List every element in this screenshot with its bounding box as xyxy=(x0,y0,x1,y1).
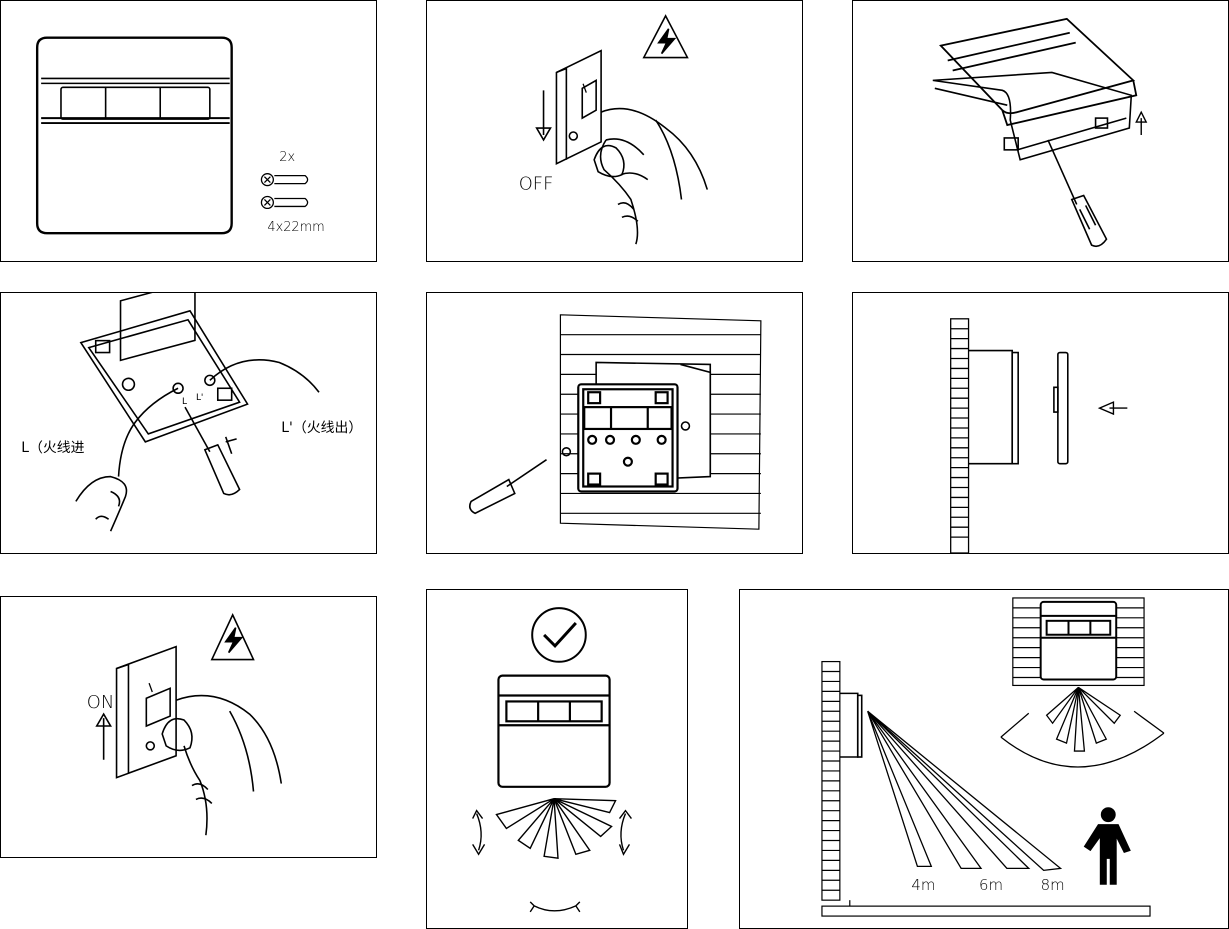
screwdriver-icon xyxy=(1047,139,1108,248)
step-4-panel: L L' L（火线进 L'（火线出） xyxy=(0,292,377,554)
step-6-illustration xyxy=(950,318,1128,553)
sensor-base xyxy=(79,293,249,443)
step-5-panel xyxy=(426,292,803,554)
sensor-device xyxy=(35,36,233,235)
sensor-device xyxy=(497,674,611,788)
step-3-panel xyxy=(852,0,1229,262)
screwdriver-icon xyxy=(184,406,241,496)
left-arrow-icon xyxy=(1097,401,1128,416)
sensor-cover xyxy=(939,17,1138,127)
step-4-illustration: L L' L（火线进 L'（火线出） xyxy=(21,293,362,532)
up-arrow-icon xyxy=(95,712,112,760)
step-8-illustration xyxy=(472,607,632,913)
range-label-8m: 8m xyxy=(1041,876,1065,894)
sensor-base xyxy=(577,383,679,493)
sensor-side xyxy=(839,692,863,758)
hand-icon xyxy=(75,475,128,532)
warning-icon xyxy=(210,612,255,661)
step-2-panel: I OFF xyxy=(426,0,803,262)
screw-quantity: 2x xyxy=(279,150,295,165)
switch-mark: I xyxy=(147,681,156,696)
detection-rays-icon xyxy=(867,710,1063,872)
step-3-illustration xyxy=(932,17,1148,248)
step-5-illustration xyxy=(469,314,762,530)
wire-icon xyxy=(117,359,320,477)
down-arrow-icon xyxy=(535,90,552,142)
hand-icon xyxy=(161,694,283,836)
step-1-illustration: 2x 4x22mm xyxy=(35,36,325,235)
brick-wall-side xyxy=(821,660,841,901)
wall-switch xyxy=(555,49,602,166)
mounted-base xyxy=(968,349,1019,465)
sensor-cover xyxy=(1053,351,1069,465)
sensor-device xyxy=(1039,600,1118,681)
switch-mark: I xyxy=(581,82,590,97)
screwdriver-icon xyxy=(469,421,691,515)
screw-icon xyxy=(260,173,309,210)
range-label-4m: 4m xyxy=(911,876,935,894)
step-2-illustration: I OFF xyxy=(519,14,709,245)
step-1-panel: 2x 4x22mm xyxy=(0,0,377,262)
sensor-base xyxy=(932,71,1133,161)
step-8-panel xyxy=(426,589,688,929)
detection-rays-icon xyxy=(495,798,617,860)
terminal-l-out: L' xyxy=(196,393,203,403)
wall-switch xyxy=(115,645,177,779)
switch-state: OFF xyxy=(519,174,554,195)
live-in-label: L（火线进 xyxy=(21,440,84,456)
range-label-6m: 6m xyxy=(979,876,1003,894)
person-icon xyxy=(1083,807,1131,885)
brick-wall-side xyxy=(950,318,970,553)
terminal-l: L xyxy=(182,397,187,407)
step-9-illustration: 4m 6m 8m xyxy=(821,597,1165,917)
live-out-label: L'（火线出） xyxy=(281,420,362,436)
rotate-arrow-icon xyxy=(472,809,632,913)
check-icon xyxy=(531,607,587,663)
warning-icon xyxy=(642,14,689,59)
switch-state: ON xyxy=(87,692,114,713)
detection-rays-front-icon xyxy=(1000,686,1165,768)
hand-icon xyxy=(593,107,709,245)
step-7-illustration: I ON xyxy=(87,612,283,836)
step-6-panel xyxy=(852,292,1229,554)
floor xyxy=(821,900,1151,917)
step-9-panel: 4m 6m 8m xyxy=(739,589,1229,929)
screw-size: 4x22mm xyxy=(267,220,324,235)
step-7-panel: I ON xyxy=(0,596,377,858)
up-arrow-icon xyxy=(1135,110,1148,135)
